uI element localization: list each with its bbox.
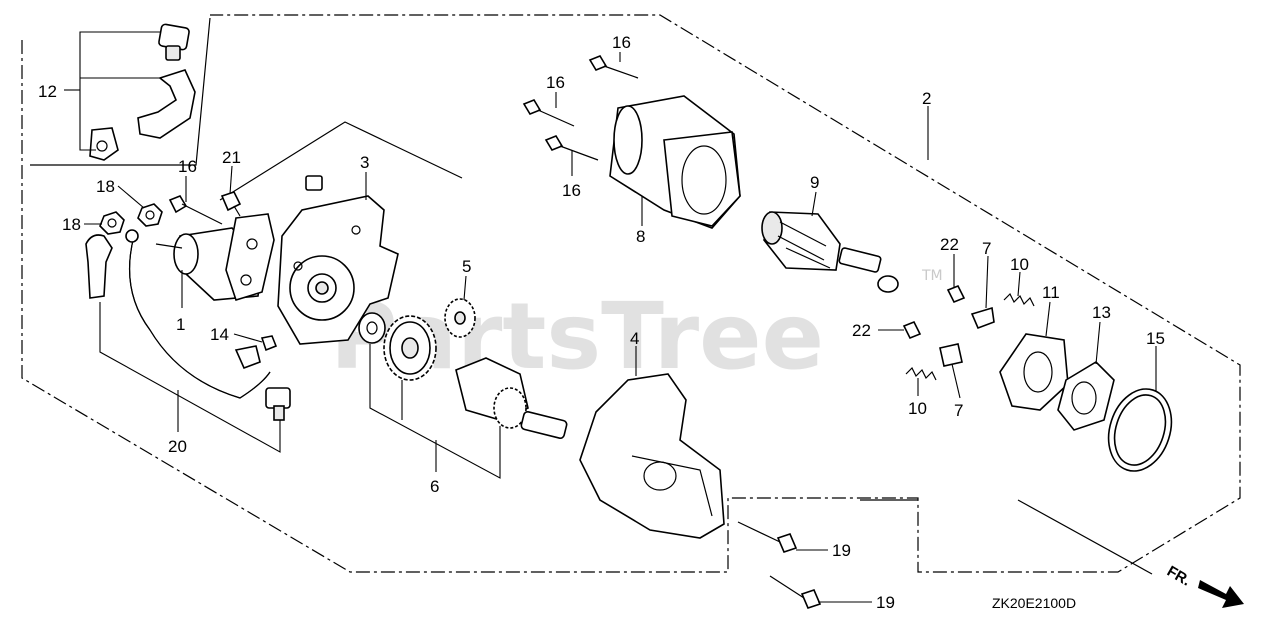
callout-22-lower: 22 bbox=[852, 321, 871, 340]
callout-16-lower: 16 bbox=[562, 181, 581, 200]
callout-7-upper: 7 bbox=[982, 239, 991, 258]
armature-part-9 bbox=[761, 211, 899, 293]
brush-holder-part-11 bbox=[999, 333, 1069, 411]
bolt-part-16-a bbox=[168, 195, 223, 225]
motor-housing-part-8 bbox=[609, 95, 741, 229]
frame-part-3 bbox=[219, 121, 463, 201]
gear-part-5 bbox=[444, 298, 476, 338]
screw-part-22 bbox=[902, 284, 966, 340]
callout-8: 8 bbox=[636, 227, 645, 246]
frame-part-15 bbox=[1017, 499, 1153, 575]
front-label: FR. bbox=[1164, 563, 1193, 590]
solenoid-part-1 bbox=[155, 213, 275, 301]
cable-part-20 bbox=[85, 229, 291, 421]
callout-19-lower: 19 bbox=[876, 593, 895, 612]
callout-11: 11 bbox=[1042, 283, 1060, 302]
callout-15: 15 bbox=[1146, 329, 1165, 348]
diagram-code: ZK20E2100D bbox=[992, 595, 1076, 611]
bolt-part-21 bbox=[220, 191, 242, 217]
end-cover-part-3 bbox=[277, 175, 399, 345]
o-ring-part-15 bbox=[1107, 388, 1173, 472]
front-direction-indicator: FR. bbox=[1164, 563, 1244, 608]
callout-18-upper: 18 bbox=[96, 177, 115, 196]
callout-4: 4 bbox=[630, 329, 639, 348]
clip-part-7 bbox=[939, 306, 995, 367]
callout-5: 5 bbox=[462, 257, 471, 276]
callout-21: 21 bbox=[222, 148, 241, 167]
watermark-trademark: TM bbox=[921, 268, 943, 284]
assembly-boundary bbox=[21, 14, 1241, 573]
callout-14: 14 bbox=[210, 325, 229, 344]
front-arrow-icon bbox=[1198, 580, 1244, 608]
bolts-part-16-housing bbox=[522, 55, 639, 161]
callout-2: 2 bbox=[922, 89, 931, 108]
callout-10-upper: 10 bbox=[1010, 255, 1029, 274]
bolts-part-19 bbox=[737, 521, 822, 609]
callout-3: 3 bbox=[360, 153, 369, 172]
callout-10-lower: 10 bbox=[908, 399, 927, 418]
callout-22-upper: 22 bbox=[940, 235, 959, 254]
callout-20: 20 bbox=[168, 437, 187, 456]
gear-set-part-6 bbox=[358, 312, 568, 440]
callout-18-lower: 18 bbox=[62, 215, 81, 234]
leader-lines bbox=[64, 31, 1157, 603]
callout-9: 9 bbox=[810, 173, 819, 192]
spring-part-10 bbox=[905, 292, 1035, 381]
callout-13: 13 bbox=[1092, 303, 1111, 322]
nut-part-18 bbox=[99, 203, 163, 235]
front-housing-part-4 bbox=[579, 373, 725, 539]
callout-7-lower: 7 bbox=[954, 401, 963, 420]
callout-12: 12 bbox=[38, 82, 57, 101]
callout-16-solenoid: 16 bbox=[178, 157, 197, 176]
callout-16-top: 16 bbox=[612, 33, 631, 52]
inset-box-part-12 bbox=[30, 17, 211, 166]
terminal-cover-part-12 bbox=[89, 23, 196, 161]
callout-labels: 12 18 18 16 21 1 14 20 3 5 6 16 16 16 8 … bbox=[38, 33, 1165, 612]
callout-16-middle: 16 bbox=[546, 73, 565, 92]
callout-6: 6 bbox=[430, 477, 439, 496]
callout-19-upper: 19 bbox=[832, 541, 851, 560]
callout-1: 1 bbox=[176, 315, 185, 334]
screw-part-14 bbox=[234, 335, 278, 370]
